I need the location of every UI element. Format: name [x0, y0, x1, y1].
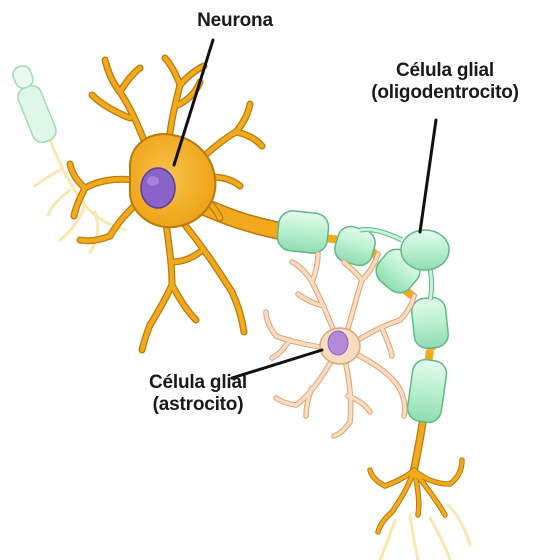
- neuron-nucleus: [141, 168, 175, 208]
- oligodendrocyte-body: [401, 230, 449, 270]
- oligodendrocyte-label-line2: (oligodentrocito): [355, 82, 535, 104]
- oligodendrocyte-label-line1: Célula glial: [355, 60, 535, 82]
- astrocyte-nucleus: [328, 331, 348, 355]
- faded-myelin-sheath: [11, 63, 59, 145]
- astrocyte-label: Célula glial (astrocito): [128, 372, 268, 416]
- oligodendrocyte-label: Célula glial (oligodentrocito): [355, 60, 535, 104]
- neuron-label: Neurona: [160, 10, 310, 32]
- oligodendrocyte-leader-line: [420, 120, 436, 232]
- axon-terminal: [370, 460, 462, 532]
- neuron-label-text: Neurona: [160, 10, 310, 32]
- astrocyte-label-line2: (astrocito): [128, 394, 268, 416]
- astrocyte-label-line1: Célula glial: [128, 372, 268, 394]
